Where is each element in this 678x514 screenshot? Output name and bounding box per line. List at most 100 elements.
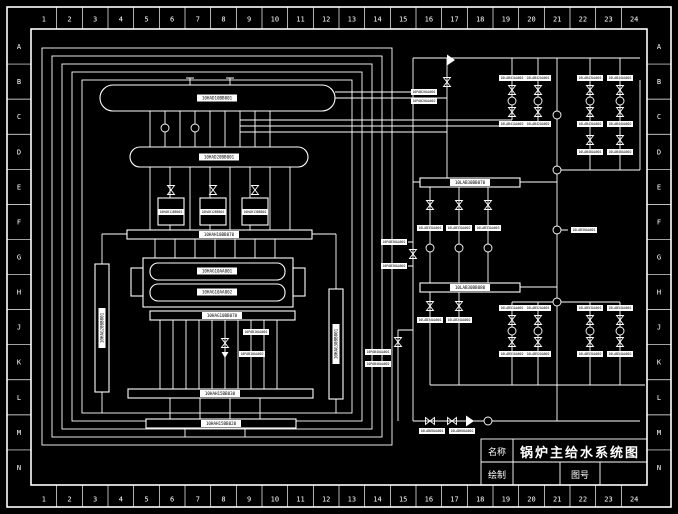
grid-col-label-bottom: 9	[247, 496, 251, 504]
title-block-number-label: 图号	[571, 470, 589, 481]
grid-col-label-top: 21	[553, 16, 561, 24]
instrument-icon	[160, 123, 170, 133]
equipment-tag-text: 10LAB33AA003	[476, 226, 499, 230]
equipment-tag-text: 10HAH12BB001	[201, 210, 224, 214]
grid-row-label-right: F	[657, 218, 661, 226]
equipment-tag-text: 10HAH15BB020	[206, 421, 237, 426]
equipment-tag-text: 10LAB33AA001	[418, 226, 441, 230]
grid-col-label-top: 15	[399, 16, 407, 24]
instrument-icon	[507, 326, 517, 336]
instrument-icon	[483, 416, 493, 426]
equipment-tag-text: 10HAD10BB001	[202, 96, 233, 101]
right-section-lines	[397, 57, 645, 422]
instrument-icon	[483, 243, 493, 253]
grid-col-label-top: 6	[170, 16, 174, 24]
equipment-tag-text: 10HAH11BB001	[159, 210, 182, 214]
equipment-tag: 10LAB51AA001	[499, 305, 525, 311]
side-connections	[101, 233, 337, 413]
equipment-tag-text: 10HAG30BB001	[334, 328, 339, 359]
grid-col-label-top: 5	[144, 16, 148, 24]
grid-col-label-top: 3	[93, 16, 97, 24]
instrument-icon	[454, 243, 464, 253]
equipment-tag: 10LAB33AA003	[475, 225, 501, 231]
title-block-name-label: 名称	[488, 446, 506, 458]
valve-icon	[209, 185, 217, 195]
equipment-tag: 10HAH15BB020	[201, 420, 241, 427]
equipment-tag-text: 10LAB42AA002	[526, 122, 549, 126]
grid-row-label-left: H	[17, 289, 21, 297]
equipment-tag: 10HAH12BB001	[200, 209, 226, 215]
equipment-tag-text: 10LAB33AA002	[447, 226, 470, 230]
grid-col-label-top: 17	[450, 16, 458, 24]
grid-col-label-bottom: 19	[502, 496, 510, 504]
equipment-tag: 10LAB44AA002	[607, 121, 633, 127]
equipment-tag-text: 10HAG10AA002	[202, 290, 233, 295]
equipment-tag-text: 10LAB44AA002	[608, 122, 631, 126]
equipment-tag-text: 10HAG10AA001	[202, 269, 233, 274]
grid-row-label-right: H	[657, 289, 661, 297]
pipe-loop	[51, 55, 383, 438]
equipment-tag: 10LAB30BB080	[450, 284, 490, 291]
equipment-tag-text: 10LAB44AA001	[608, 76, 631, 80]
equipment-tag: 10PAB40AA001	[365, 349, 391, 355]
equipment-tag: 10LAB40AA001	[577, 149, 603, 155]
grid-row-label-left: C	[17, 113, 21, 121]
instrument-icon	[425, 243, 435, 253]
grid-row-label-right: B	[657, 78, 661, 86]
instrument-icon	[552, 225, 562, 235]
equipment-tag-text: 10LAB52AA002	[526, 352, 549, 356]
grid-row-label-left: D	[17, 148, 21, 156]
equipment-tag-text: 10HAH13BB001	[243, 210, 266, 214]
flow-arrow-icon	[447, 54, 455, 66]
equipment-tag: 10LAB44AA001	[607, 75, 633, 81]
grid-col-label-top: 1	[42, 16, 46, 24]
equipment-tag: 10LAB34AA002	[446, 317, 472, 323]
equipment-tag-text: 10LAB43AA002	[578, 122, 601, 126]
grid-col-label-top: 23	[604, 16, 612, 24]
equipment-tag: 10LAB51AA002	[499, 351, 525, 357]
grid-col-label-top: 16	[425, 16, 433, 24]
equipment-tag-text: 10HAH10BB070	[204, 232, 235, 237]
instrument-icon	[533, 96, 543, 106]
instrument-icon	[533, 326, 543, 336]
equipment-tag-text: 10PAB30AA002	[382, 264, 405, 268]
equipment-tag: 10LAB33AA001	[417, 225, 443, 231]
cross-horizontals	[240, 91, 538, 133]
equipment-tag-text: 10LAB51AA002	[500, 352, 523, 356]
equipment-tag-text: 10HAD20BB001	[204, 155, 235, 160]
equipment-tag-text: 10LAB41AA002	[500, 122, 523, 126]
instrument-icon	[585, 326, 595, 336]
instrument-icon	[552, 110, 562, 120]
equipment-tag: 10HAH15BB030	[200, 390, 240, 397]
equipment-tag-text: 10LAB30AA001	[572, 228, 595, 232]
equipment-tag: 10LAB30AA001	[571, 227, 597, 233]
grid-col-label-bottom: 16	[425, 496, 433, 504]
instrument-icon	[615, 326, 625, 336]
instrument-icon	[552, 297, 562, 307]
equipment-tags: 10HAD10BB001 10HAD20BB001 10HAH10BB070 10HA…	[98, 75, 633, 434]
equipment-tag-text: 10LAB40AA001	[578, 150, 601, 154]
equipment-tag: 10HAG20BB001	[98, 308, 106, 348]
grid-col-label-bottom: 10	[271, 496, 279, 504]
grid-row-label-right: G	[657, 254, 661, 262]
grid-row-label-right: J	[657, 324, 661, 332]
grid-col-label-top: 19	[502, 16, 510, 24]
equipment-tag: 10LAB52AA001	[525, 305, 551, 311]
grid-row-label-left: N	[17, 464, 21, 472]
title-block: 名称 锅炉主给水系统图 绘制 图号	[480, 438, 648, 486]
grid-col-label-top: 20	[527, 16, 535, 24]
grid-col-label-bottom: 15	[399, 496, 407, 504]
grid-col-label-bottom: 22	[579, 496, 587, 504]
grid-col-label-bottom: 13	[348, 496, 356, 504]
grid-col-label-bottom: 7	[196, 496, 200, 504]
grid-col-label-bottom: 20	[527, 496, 535, 504]
equipment-tag-text: 10LAB30BB070	[455, 180, 486, 185]
grid-row-label-left: M	[17, 429, 21, 437]
grid-col-label-bottom: 5	[144, 496, 148, 504]
grid-col-label-top: 8	[221, 16, 225, 24]
grid-col-label-bottom: 2	[67, 496, 71, 504]
equipment-tag: 10LAB42AA002	[525, 121, 551, 127]
pipe-loop	[81, 79, 353, 414]
